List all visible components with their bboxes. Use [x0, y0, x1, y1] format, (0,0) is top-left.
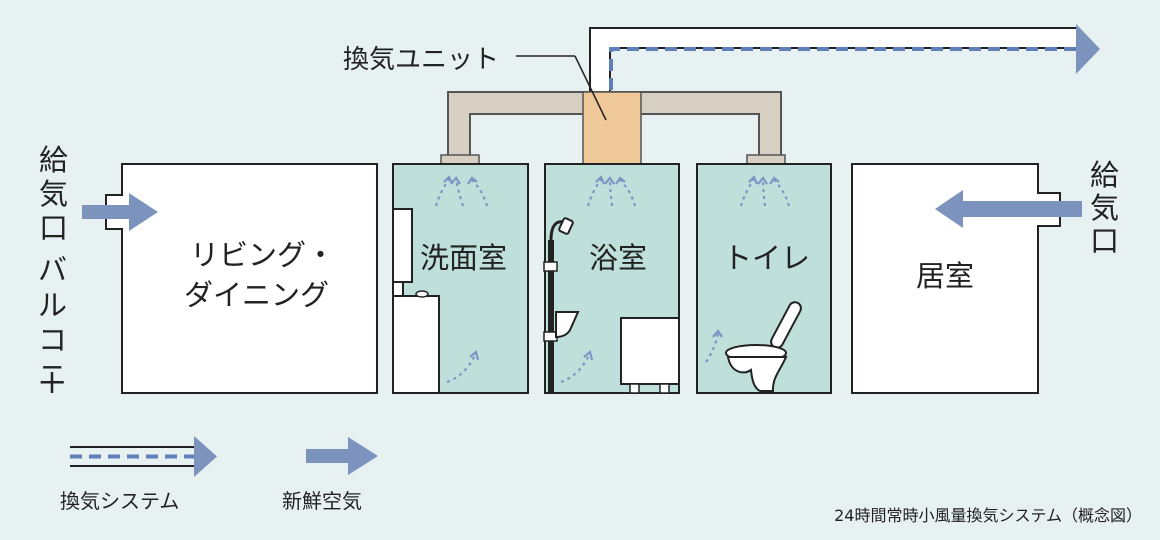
room-washroom: 洗面室 — [392, 163, 529, 394]
svg-text:ル: ル — [38, 288, 67, 322]
svg-text:気: 気 — [39, 177, 68, 211]
room-label-toilet: トイレ — [723, 241, 810, 275]
supply-arrow-right — [935, 190, 1082, 228]
ventilation-unit — [582, 91, 642, 165]
room-bath: 浴室 — [543, 163, 680, 394]
room-label-bath: 浴室 — [589, 241, 647, 275]
room-toilet: トイレ — [696, 163, 832, 394]
bathtub — [620, 317, 680, 394]
unit-label: 換気ユニット — [343, 45, 499, 75]
legend-ventilation-label: 換気システム — [60, 489, 179, 513]
diagram-caption: 24時間常時小風量換気システム（概念図） — [834, 506, 1142, 525]
svg-text:口: 口 — [1090, 224, 1119, 258]
room-label-living-2: ダイニング — [184, 278, 329, 312]
vanity-unit — [392, 208, 440, 394]
airflow-arrows — [434, 178, 791, 384]
supply-inlet-right-label: 給 気 口 — [1090, 158, 1119, 258]
exhaust-duct — [589, 24, 1100, 92]
room-label-bedroom: 居室 — [916, 259, 974, 293]
room-label-living-1: リビング・ — [190, 238, 335, 272]
room-bedroom: 居室 — [851, 163, 1061, 394]
shower-fixture — [543, 217, 574, 393]
svg-text:口: 口 — [39, 211, 68, 245]
svg-text:給: 給 — [1090, 158, 1119, 192]
svg-text:コ: コ — [38, 323, 67, 357]
balcony-label: バ ル コ ニ — [38, 253, 67, 393]
room-label-washroom: 洗面室 — [420, 241, 507, 275]
bath-sink — [555, 311, 580, 339]
supply-inlet-left-label: 給 気 口 — [39, 143, 68, 245]
supply-arrow-left — [82, 193, 158, 231]
svg-text:気: 気 — [1090, 191, 1119, 225]
room-living-dining: リビング・ ダイニング — [105, 163, 378, 394]
legend-fresh-air-symbol — [306, 437, 378, 475]
toilet-fixture — [725, 301, 802, 392]
legend-fresh-air-label: 新鮮空気 — [282, 489, 362, 513]
exhaust-arrowhead — [1076, 24, 1100, 74]
legend-ventilation-symbol — [70, 436, 217, 477]
legend: 換気システム 新鮮空気 — [60, 436, 378, 513]
svg-text:給: 給 — [39, 143, 68, 177]
airflow-arrowheads — [443, 175, 780, 361]
svg-text:バ: バ — [38, 253, 67, 287]
